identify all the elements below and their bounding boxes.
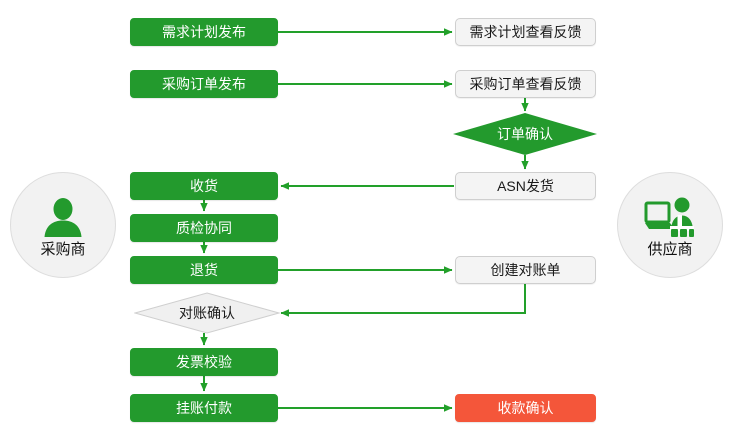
node-statement-confirm[interactable]: 对账确认 (133, 292, 281, 334)
role-label-supplier: 供应商 (647, 240, 693, 258)
person-at-computer-icon (643, 194, 697, 240)
node-qc-collab[interactable]: 质检协同 (130, 214, 278, 242)
node-receive-goods[interactable]: 收货 (130, 172, 278, 200)
node-return-goods[interactable]: 退货 (130, 256, 278, 284)
node-demand-plan-publish[interactable]: 需求计划发布 (130, 18, 278, 46)
role-bubble-buyer[interactable]: 采购商 (10, 172, 116, 278)
role-bubble-supplier[interactable]: 供应商 (617, 172, 723, 278)
node-create-statement[interactable]: 创建对账单 (455, 256, 596, 284)
node-demand-plan-feedback[interactable]: 需求计划查看反馈 (455, 18, 596, 46)
person-icon (36, 194, 90, 240)
node-order-confirm[interactable]: 订单确认 (452, 112, 598, 156)
node-invoice-check[interactable]: 发票校验 (130, 348, 278, 376)
node-asn-ship[interactable]: ASN发货 (455, 172, 596, 200)
node-payable-payment[interactable]: 挂账付款 (130, 394, 278, 422)
edge-create-statement-to-statement-confirm (280, 284, 526, 317)
node-payment-confirm[interactable]: 收款确认 (455, 394, 596, 422)
node-po-feedback[interactable]: 采购订单查看反馈 (455, 70, 596, 98)
role-label-buyer: 采购商 (40, 240, 86, 258)
node-po-publish[interactable]: 采购订单发布 (130, 70, 278, 98)
